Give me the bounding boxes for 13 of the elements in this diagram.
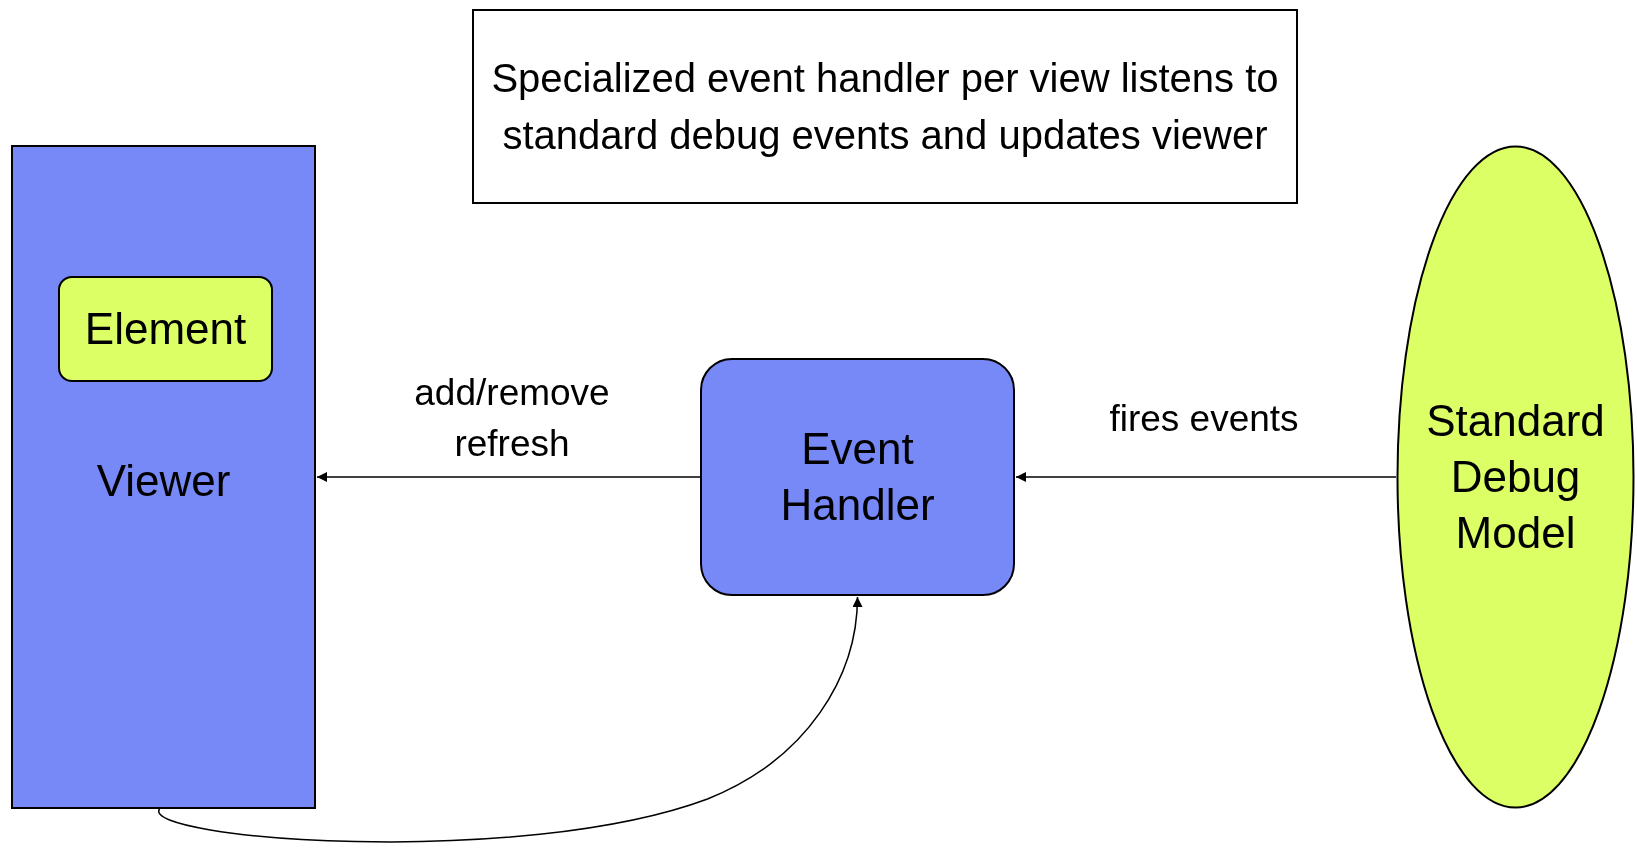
note-box — [472, 9, 1298, 204]
model-ellipse — [1396, 145, 1635, 809]
node-label: Specialized event handler per view listens to standard debug events and updates viewer — [490, 54, 1280, 159]
node-label: Element — [84, 303, 247, 355]
node-label: Event Handler — [779, 423, 936, 531]
arrow — [316, 472, 701, 482]
arrow — [1015, 472, 1397, 482]
viewer-box — [11, 145, 316, 809]
arrow — [158, 596, 862, 843]
element-box — [58, 276, 273, 382]
node-label: Viewer — [95, 455, 232, 507]
process-box — [700, 358, 1015, 596]
node-label: Standard Debug Model — [1426, 395, 1605, 559]
